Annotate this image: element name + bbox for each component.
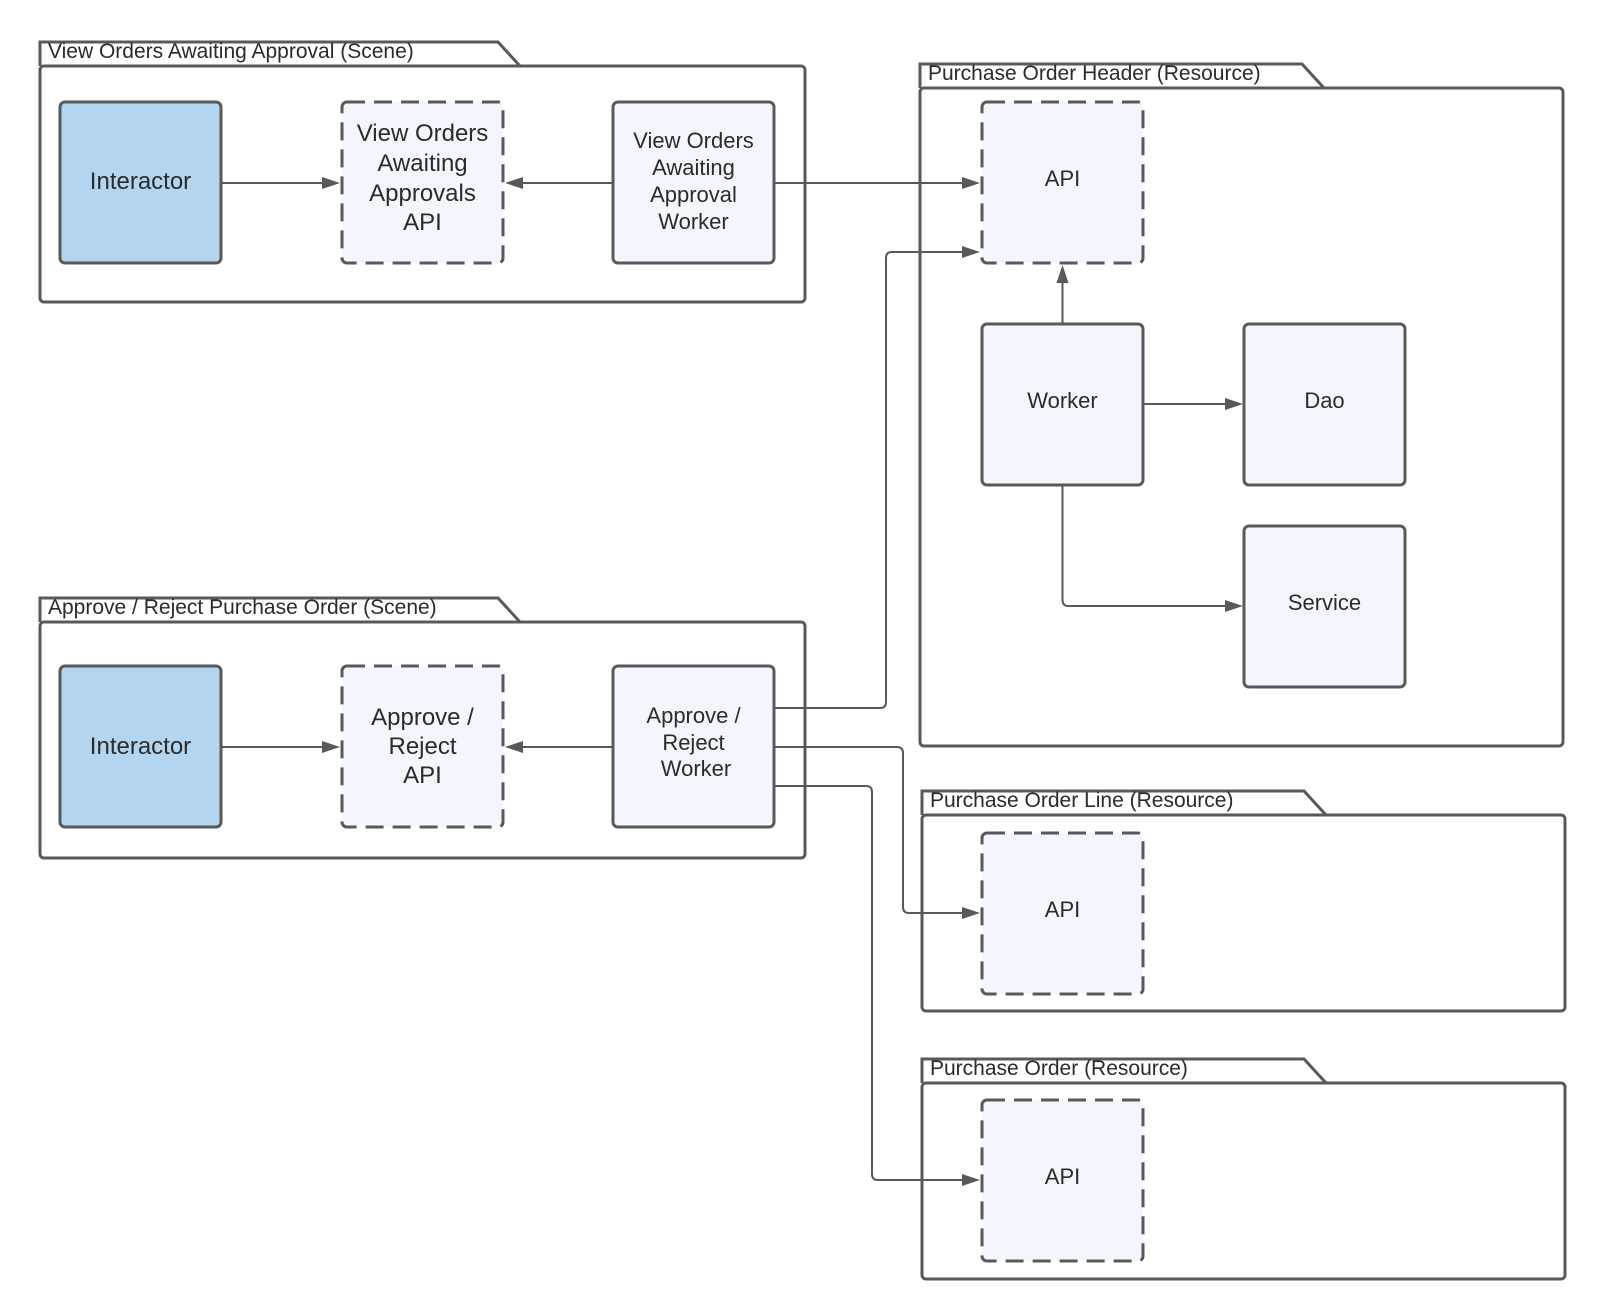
node-label: Approve / [646,703,741,728]
node-label: Awaiting [652,155,735,180]
edge-view-worker-to-header-api [774,177,980,189]
node-label: View Orders [357,120,489,147]
node-label: Awaiting [377,150,467,177]
package-title: Approve / Reject Purchase Order (Scene) [48,596,437,619]
package-title: View Orders Awaiting Approval (Scene) [48,40,414,63]
node-label: Interactor [90,168,191,195]
node-label: Reject [388,733,456,760]
node-label: Approval [650,182,737,207]
node-label: API [1045,166,1080,191]
approve-reject-worker-node: Approve / Reject Worker [611,664,776,829]
node-label: Service [1288,590,1361,615]
view-orders-worker-node: View Orders Awaiting Approval Worker [611,100,776,265]
approve-reject-api-node: Approve / Reject API [340,664,505,829]
edges [221,177,1243,1186]
edge-view-worker-to-api [505,177,613,189]
package-title: Purchase Order (Resource) [930,1057,1188,1080]
node-label: Interactor [90,733,191,760]
node-label: Worker [658,209,729,234]
node-label: View Orders [633,128,754,153]
edge-approve-interactor-to-api [221,741,340,753]
node-label: Approvals [369,180,476,207]
approve-interactor-node: Interactor [58,664,223,829]
package-title: Purchase Order Line (Resource) [930,789,1233,812]
header-dao-node: Dao [1242,322,1407,487]
header-worker-node: Worker [980,322,1145,487]
header-api-node: API [980,100,1145,265]
node-label: Approve / [371,704,474,731]
edge-view-interactor-to-api [221,177,340,189]
node-label: Dao [1304,388,1344,413]
header-service-node: Service [1242,524,1407,689]
node-label: Worker [661,756,732,781]
edge-approve-worker-to-line-api [774,746,980,919]
edge-header-worker-to-dao [1143,398,1243,410]
node-label: API [1045,897,1080,922]
edge-approve-worker-to-header-api [774,246,980,709]
view-orders-api-node: View Orders Awaiting Approvals API [340,100,505,265]
node-label: Reject [662,730,724,755]
node-label: API [1045,1164,1080,1189]
edge-approve-worker-to-po-api [774,785,980,1186]
line-api-node: API [980,831,1145,996]
node-label: API [403,209,442,236]
edge-approve-worker-to-api [505,741,613,753]
po-api-node: API [980,1098,1145,1263]
package-title: Purchase Order Header (Resource) [928,62,1261,85]
node-label: API [403,762,442,789]
edge-header-worker-to-api [1056,265,1069,324]
view-interactor-node: Interactor [58,100,223,265]
node-label: Worker [1027,388,1098,413]
edge-header-worker-to-service [1061,485,1243,612]
